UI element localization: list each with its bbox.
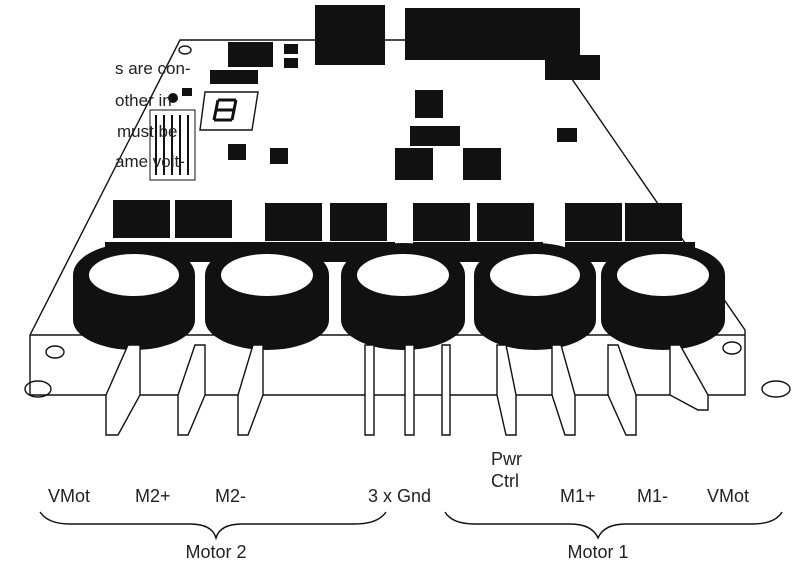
label-vmot-right: VMot xyxy=(707,486,749,506)
label-gnd: 3 x Gnd xyxy=(368,486,431,506)
label-pwr: Pwr xyxy=(491,449,522,469)
terminal-labels: VMot M2+ M2- 3 x Gnd Pwr Ctrl M1+ M1- VM… xyxy=(48,449,749,506)
inductor-coil xyxy=(73,243,195,350)
pin-header xyxy=(149,109,196,181)
label-motor-1: Motor 1 xyxy=(567,542,628,562)
mount-hole xyxy=(45,345,65,359)
note-line-3: must be xyxy=(117,122,177,141)
note-text: s are con- other in must be ame volt- xyxy=(115,59,191,171)
inductor-coil xyxy=(474,243,596,350)
mount-hole xyxy=(24,380,52,398)
label-ctrl: Ctrl xyxy=(491,471,519,491)
label-m1-plus: M1+ xyxy=(560,486,596,506)
label-motor-2: Motor 2 xyxy=(185,542,246,562)
brace-motor-1 xyxy=(444,511,783,540)
spade-terminals xyxy=(105,344,709,436)
inductor-coil xyxy=(205,243,329,350)
note-line-1: s are con- xyxy=(115,59,191,78)
label-m1-minus: M1- xyxy=(637,486,668,506)
label-vmot-left: VMot xyxy=(48,486,90,506)
mount-hole xyxy=(722,341,742,355)
label-m2-minus: M2- xyxy=(215,486,246,506)
mount-hole xyxy=(761,380,791,398)
note-line-2: other in xyxy=(115,91,172,110)
inductor-coil xyxy=(341,243,465,350)
label-m2-plus: M2+ xyxy=(135,486,171,506)
note-line-4: ame volt- xyxy=(115,152,185,171)
inductor-coil xyxy=(601,243,725,350)
inductor-coils xyxy=(73,243,725,350)
board-components xyxy=(210,42,600,180)
mount-hole xyxy=(178,45,192,55)
header-connector xyxy=(405,8,580,60)
brace-motor-2 xyxy=(39,511,387,541)
power-connector xyxy=(315,5,385,65)
seven-segment-display xyxy=(168,88,259,131)
